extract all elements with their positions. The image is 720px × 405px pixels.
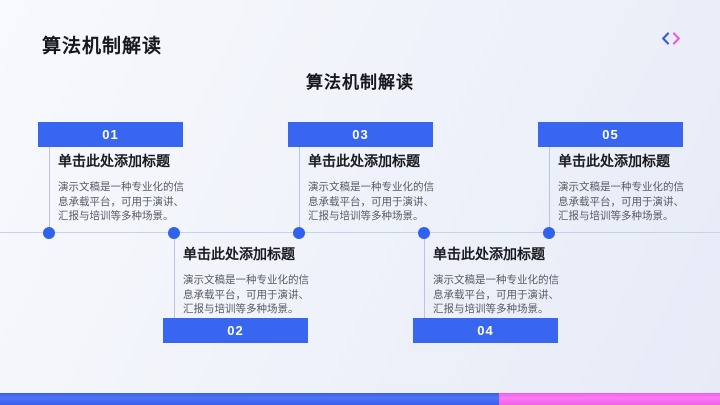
slide-nav	[661, 32, 681, 45]
item-title-placeholder[interactable]: 单击此处添加标题	[308, 153, 420, 169]
page-title: 算法机制解读	[42, 36, 163, 57]
chevron-left-icon[interactable]	[661, 32, 670, 45]
item-title-placeholder[interactable]: 单击此处添加标题	[183, 246, 295, 262]
timeline-axis	[0, 232, 720, 233]
item-text: 单击此处添加标题 演示文稿是一种专业化的信息承载平台，可用于演讲、汇报与培训等多…	[308, 151, 448, 224]
timeline-dot	[543, 227, 555, 239]
step-number-box: 04	[413, 318, 558, 343]
timeline-dot	[418, 227, 430, 239]
step-number-box: 03	[288, 122, 433, 147]
footer-accent-bar-blue	[0, 393, 499, 405]
timeline-item-4: 04 单击此处添加标题 演示文稿是一种专业化的信息承载平台，可用于演讲、汇报与培…	[413, 0, 578, 405]
connector-line	[174, 233, 175, 318]
step-number-box: 02	[163, 318, 308, 343]
connector-line	[49, 147, 50, 233]
chevron-right-icon[interactable]	[672, 32, 681, 45]
item-body-placeholder[interactable]: 演示文稿是一种专业化的信息承载平台，可用于演讲、汇报与培训等多种场景。	[433, 274, 559, 315]
timeline-item-2: 02 单击此处添加标题 演示文稿是一种专业化的信息承载平台，可用于演讲、汇报与培…	[163, 0, 328, 405]
connector-line	[549, 147, 550, 233]
timeline-item-1: 01 单击此处添加标题 演示文稿是一种专业化的信息承载平台，可用于演讲、汇报与培…	[38, 0, 203, 405]
connector-line	[299, 147, 300, 233]
content-title: 算法机制解读	[306, 73, 414, 92]
timeline-item-3: 03 单击此处添加标题 演示文稿是一种专业化的信息承载平台，可用于演讲、汇报与培…	[288, 0, 453, 405]
item-body-placeholder[interactable]: 演示文稿是一种专业化的信息承载平台，可用于演讲、汇报与培训等多种场景。	[58, 181, 184, 222]
item-title-placeholder[interactable]: 单击此处添加标题	[433, 246, 545, 262]
timeline-dot	[293, 227, 305, 239]
item-body-placeholder[interactable]: 演示文稿是一种专业化的信息承载平台，可用于演讲、汇报与培训等多种场景。	[308, 181, 434, 222]
footer-accent-bar-pink	[499, 393, 720, 405]
item-text: 单击此处添加标题 演示文稿是一种专业化的信息承载平台，可用于演讲、汇报与培训等多…	[58, 151, 198, 224]
item-title-placeholder[interactable]: 单击此处添加标题	[558, 153, 670, 169]
timeline-dot	[43, 227, 55, 239]
step-number-box: 05	[538, 122, 683, 147]
timeline-item-5: 05 单击此处添加标题 演示文稿是一种专业化的信息承载平台，可用于演讲、汇报与培…	[538, 0, 703, 405]
item-body-placeholder[interactable]: 演示文稿是一种专业化的信息承载平台，可用于演讲、汇报与培训等多种场景。	[183, 274, 309, 315]
connector-line	[424, 233, 425, 318]
item-title-placeholder[interactable]: 单击此处添加标题	[58, 153, 170, 169]
item-text: 单击此处添加标题 演示文稿是一种专业化的信息承载平台，可用于演讲、汇报与培训等多…	[183, 244, 323, 317]
step-number-box: 01	[38, 122, 183, 147]
item-text: 单击此处添加标题 演示文稿是一种专业化的信息承载平台，可用于演讲、汇报与培训等多…	[433, 244, 573, 317]
item-text: 单击此处添加标题 演示文稿是一种专业化的信息承载平台，可用于演讲、汇报与培训等多…	[558, 151, 698, 224]
timeline-dot	[168, 227, 180, 239]
item-body-placeholder[interactable]: 演示文稿是一种专业化的信息承载平台，可用于演讲、汇报与培训等多种场景。	[558, 181, 684, 222]
